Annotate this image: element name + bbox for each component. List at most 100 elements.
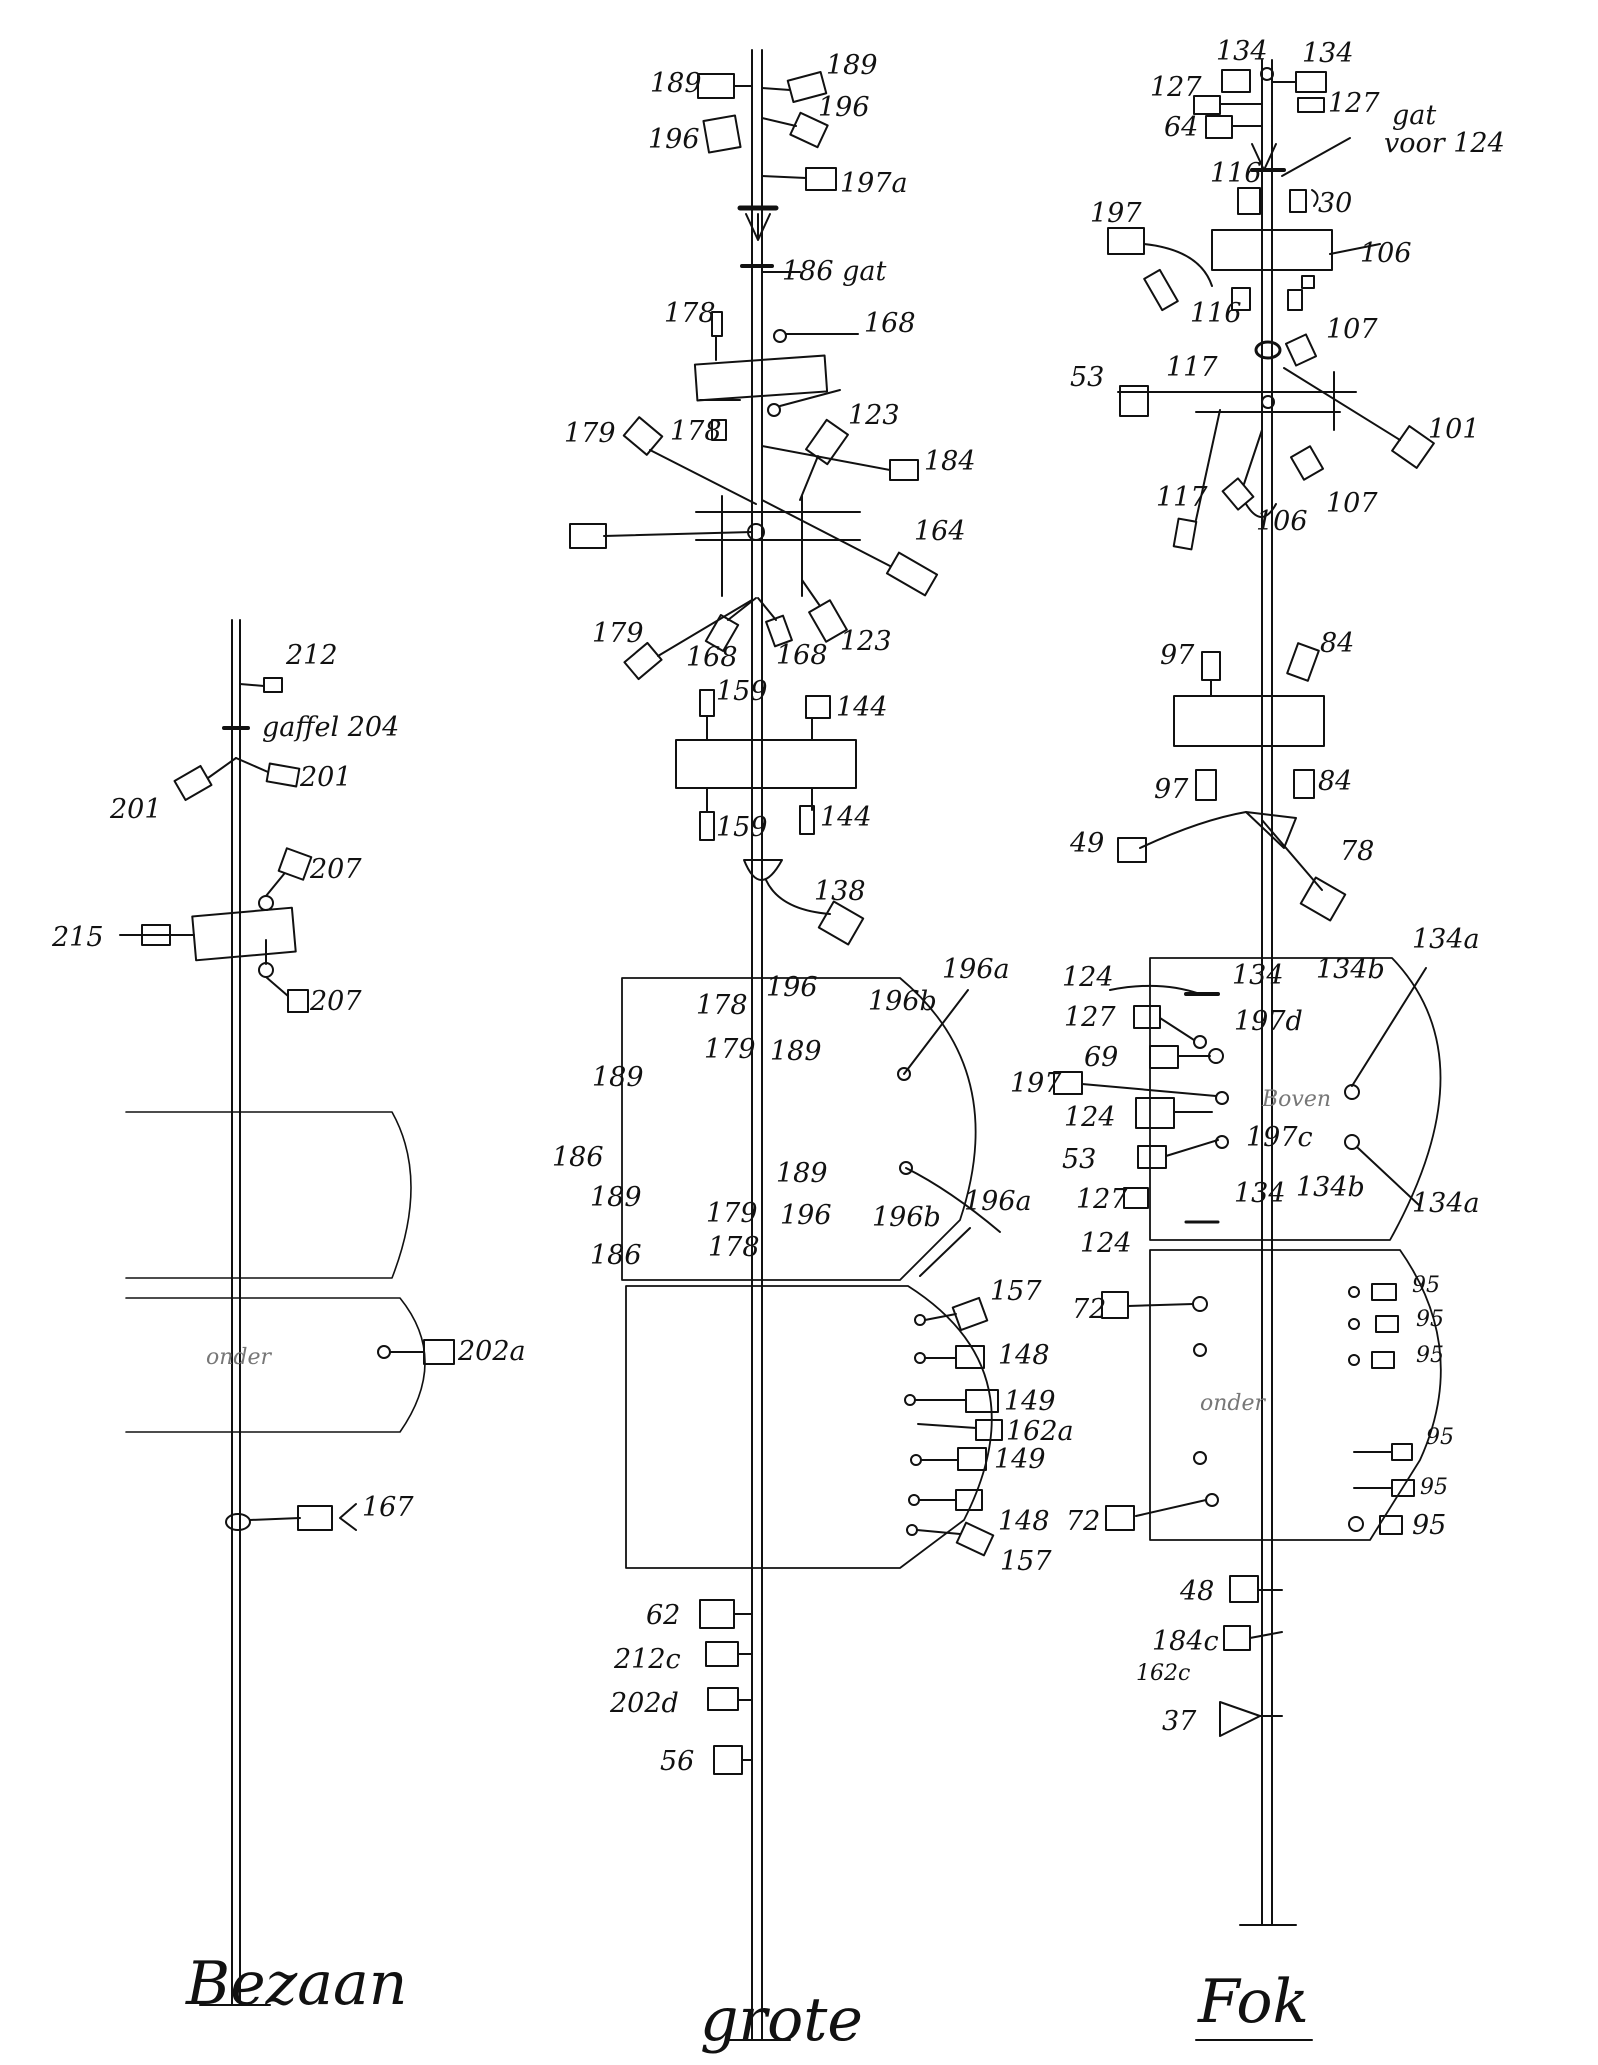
caption-bezaan: Bezaan: [185, 1949, 407, 2019]
label-bezaan-201-right: 201: [299, 762, 352, 793]
label-grote-22: 178: [696, 990, 748, 1021]
block-144-upper: [805, 695, 831, 719]
bridle-201-right: [235, 757, 269, 773]
label-fok-29: 127: [1064, 1002, 1116, 1033]
label-grote-44: 157: [1000, 1546, 1052, 1577]
line-106-lower: [1243, 429, 1263, 485]
label-fok-44: 95: [1416, 1343, 1444, 1368]
eye-157-upper: [914, 1314, 926, 1326]
block-97-lower: [1195, 769, 1217, 801]
eye-95-3: [1348, 1354, 1360, 1366]
label-fok-11: 116: [1190, 298, 1242, 329]
block-64: [1205, 115, 1233, 139]
label-grote-13: 179: [592, 618, 644, 649]
label-grote-0: 189: [650, 68, 702, 99]
block-95-3: [1371, 1351, 1395, 1369]
line-196-right: [761, 117, 797, 127]
label-fok-36: 197c: [1246, 1122, 1313, 1153]
eye-127-sail: [1193, 1035, 1207, 1049]
label-fok-39: 134b: [1296, 1172, 1365, 1203]
line-49: [1139, 811, 1247, 849]
eye-95-2: [1348, 1318, 1360, 1330]
label-fok-46: onder: [1200, 1391, 1267, 1416]
block-101: [1391, 425, 1435, 469]
block-212: [263, 677, 283, 693]
line-184: [761, 445, 891, 471]
line-72-lower: [1135, 1499, 1207, 1517]
label-fok-54: 37: [1162, 1706, 1197, 1737]
block-62: [699, 1599, 735, 1629]
line-184c: [1249, 1631, 1283, 1639]
block-178-lower: [711, 419, 727, 441]
label-grote-27: 189: [770, 1036, 822, 1067]
block-196-left: [702, 114, 742, 154]
block-116-upper: [1237, 187, 1261, 215]
block-134-left: [1221, 69, 1251, 93]
caption-fok: Fok: [1197, 1967, 1309, 2037]
label-bezaan-207-lower: 207: [309, 986, 362, 1017]
main-saddle-upper: [693, 354, 829, 402]
label-fok-21: 97: [1154, 774, 1189, 805]
line-117-lower: [1195, 409, 1221, 521]
arrow-167: [339, 1503, 357, 1531]
eye-134a-lower: [1344, 1134, 1360, 1150]
block-106-lower-small: [1287, 289, 1303, 311]
line-134a-upper: [1351, 967, 1427, 1087]
label-grote-10: 123: [848, 400, 900, 431]
label-fok-43: 95: [1416, 1307, 1444, 1332]
eye-196a-upper: [897, 1067, 911, 1081]
label-grote-41: 162a: [1006, 1416, 1074, 1447]
line-167: [249, 1517, 301, 1521]
label-fok-22: 84: [1318, 766, 1352, 797]
label-grote-18: 144: [836, 692, 888, 723]
label-fok-2: 127: [1150, 72, 1202, 103]
line-179-lower: [657, 599, 753, 657]
line-197a: [761, 175, 807, 179]
label-grote-6: 178: [664, 298, 716, 329]
block-106-upper: [1143, 268, 1179, 312]
label-fok-40: 134a: [1412, 1188, 1480, 1219]
line-157-lower: [916, 1529, 961, 1535]
label-fok-6: voor 124: [1384, 128, 1505, 159]
block-202d: [707, 1687, 739, 1711]
line-207-upper: [265, 873, 285, 897]
block-149-lower: [957, 1447, 987, 1471]
label-grote-16: 123: [840, 626, 892, 657]
mizzen-sail-lower: [125, 1297, 426, 1433]
line-168-b: [757, 597, 777, 621]
eye-196a-lower: [899, 1161, 913, 1175]
line-78: [1261, 819, 1323, 891]
block-144-lower: [799, 805, 815, 835]
label-fok-23: 49: [1069, 828, 1104, 859]
label-fok-42: 95: [1412, 1273, 1440, 1298]
block-48: [1229, 1575, 1259, 1603]
fore-sail-lower: [1149, 1249, 1442, 1541]
block-138: [817, 900, 865, 946]
line-saddle-diag: [779, 389, 841, 407]
block-197-upper: [1107, 227, 1145, 255]
label-grote-20: 144: [820, 802, 872, 833]
label-grote-28: 189: [592, 1062, 644, 1093]
line-196a-upper: [903, 989, 969, 1075]
block-95-2: [1375, 1315, 1399, 1333]
block-106-lower: [1221, 477, 1255, 511]
eye-149-lower: [910, 1454, 922, 1466]
block-202a: [423, 1339, 455, 1365]
label-grote-48: 56: [660, 1746, 694, 1777]
block-149-upper: [965, 1389, 999, 1413]
line-138: [765, 879, 831, 915]
block-207-lower: [287, 989, 309, 1013]
block-95-5: [1391, 1479, 1415, 1497]
labels-layer: 212 gaffel 204 201 201 207 215 207 202a …: [51, 36, 1505, 2055]
label-bezaan-sail: onder: [206, 1345, 273, 1370]
main-saddle-lower: [675, 739, 857, 789]
label-grote-34: 178: [708, 1232, 760, 1263]
label-grote-46: 212c: [613, 1644, 681, 1675]
block-95-4: [1391, 1443, 1413, 1461]
line-123-lower: [801, 579, 821, 607]
eye-134-top: [1260, 67, 1274, 81]
line-72-upper: [1127, 1303, 1194, 1307]
line-127-sail: [1159, 1017, 1195, 1041]
label-fok-19: 97: [1160, 640, 1195, 671]
eye-148-lower: [908, 1494, 920, 1506]
